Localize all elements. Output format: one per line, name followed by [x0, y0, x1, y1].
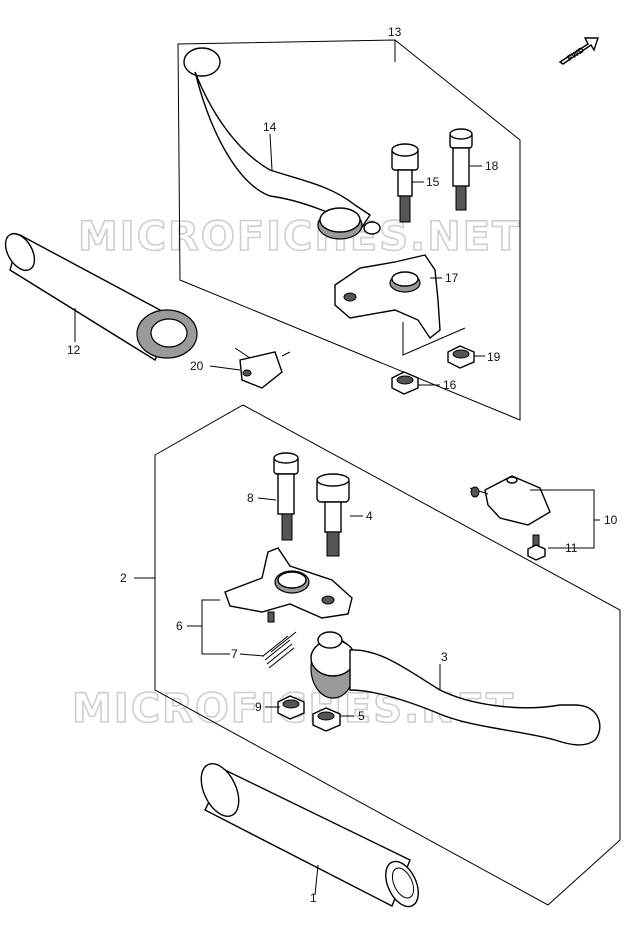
callout-10: 10 [604, 513, 618, 527]
watermark-top: MICROFICHES.NET [78, 214, 521, 260]
callout-17: 17 [445, 271, 459, 285]
fwd-arrow-icon: FWD [558, 37, 599, 65]
screw-11 [527, 534, 546, 561]
lever-14 [183, 47, 381, 240]
callout-6: 6 [176, 619, 183, 633]
callout-1: 1 [310, 891, 317, 905]
callout-12: 12 [67, 343, 81, 357]
nut-16 [391, 371, 419, 395]
callout-11: 11 [565, 541, 578, 555]
spring-7 [262, 631, 297, 669]
callout-16: 16 [443, 378, 457, 392]
lever-3 [310, 631, 601, 746]
nut-5 [312, 707, 341, 732]
callout-14: 14 [263, 120, 277, 134]
bolt-15 [391, 143, 419, 223]
bolt-4 [316, 473, 350, 557]
pin-8 [273, 452, 299, 541]
callout-7: 7 [231, 647, 238, 661]
callout-15: 15 [426, 175, 440, 189]
callout-3: 3 [441, 650, 448, 664]
bracket-6 [224, 547, 353, 623]
leader-lines [74, 133, 600, 896]
pin-18 [449, 128, 473, 211]
assembly-frame-2 [154, 404, 621, 906]
grip-12 [4, 232, 198, 362]
callout-13: 13 [388, 25, 402, 39]
nut-9 [277, 695, 305, 720]
callout-2: 2 [120, 571, 127, 585]
callout-18: 18 [485, 159, 499, 173]
callout-4: 4 [366, 509, 373, 523]
callout-20: 20 [190, 359, 204, 373]
grip-1 [200, 763, 419, 908]
callout-9: 9 [255, 700, 262, 714]
callout-5: 5 [358, 709, 365, 723]
assembly-frame-13 [177, 39, 521, 421]
switch-10 [469, 475, 551, 526]
nut-19 [447, 345, 475, 369]
bracket-17 [334, 254, 466, 356]
callout-8: 8 [247, 491, 254, 505]
switch-20 [234, 347, 291, 389]
callout-19: 19 [487, 350, 501, 364]
